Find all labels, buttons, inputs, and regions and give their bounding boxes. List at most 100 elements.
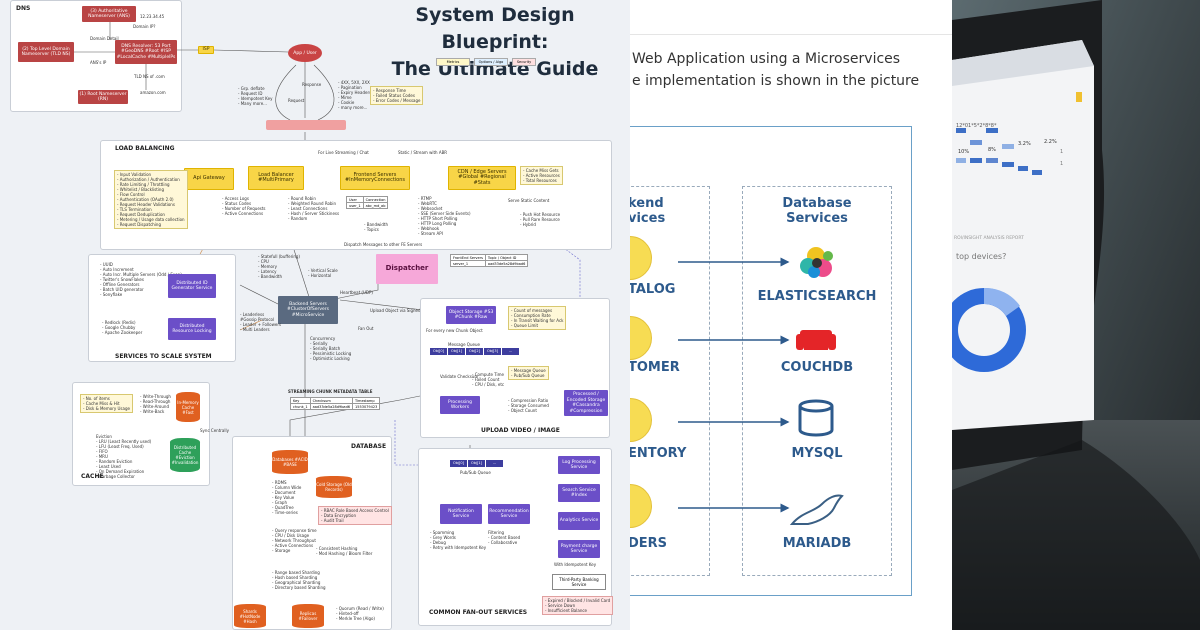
queue-metrics: - Count of messages - Consumption Rate -… <box>508 306 567 330</box>
cold-storage: Cold Storage (Old Records) <box>316 476 352 498</box>
cache-metrics: - No. of items - Cache Miss & Hit - Disk… <box>80 394 133 413</box>
lb-notes: - Access Logs - Status Codes - Number of… <box>222 196 266 216</box>
db-types: - RDMS - Column Wide - Document - Key Va… <box>272 480 302 515</box>
payment-service: Payment charge Service <box>558 540 600 558</box>
legend-options: Options / Algo <box>474 58 508 66</box>
cdn-push: - Push Hot Resource - Pull Rare Resource… <box>520 212 561 227</box>
heartbeat: Heartbeat (UDP) <box>340 290 373 295</box>
backend-group <box>630 186 710 576</box>
search-service: Search Service #Index <box>558 484 600 502</box>
screen-text: 3.2% <box>1018 141 1031 147</box>
queue-item: Obj[3] <box>484 348 501 355</box>
inmemory-cache: In-Memory Cache #Fast <box>176 392 200 422</box>
microservice-arrows <box>678 247 844 525</box>
service-name: TALOG <box>630 282 676 297</box>
screen-question: top devices? <box>956 252 1007 261</box>
ip-label: 12.23.34.45 <box>140 14 165 19</box>
shards: Shards #HotNode #Hash <box>234 604 266 628</box>
backend-servers: Backend Servers #ClusterOfServers #Micro… <box>278 296 338 324</box>
database-label: DATABASE <box>351 443 387 450</box>
db-query-metrics: - Query response time - CPU / Disk Usage… <box>272 528 317 553</box>
service-name: ENTORY <box>630 446 687 461</box>
queue-item: Obj[1] <box>448 348 465 355</box>
db-sharding: - Range based Sharding - Hash based Shar… <box>272 570 326 590</box>
dns-resolver: DNS Resolver: 53 Port #GeoDNS #Root #ISP… <box>115 40 177 64</box>
domain-detail: Domain Detail <box>90 36 119 41</box>
screen-text: 8% <box>988 147 996 153</box>
request-notes: - Grp. deflate - Request ID - Idempotent… <box>238 86 273 106</box>
request-label: Request <box>288 98 305 103</box>
gateway-notes: - Input Validation - Authorization / Aut… <box>114 170 188 229</box>
couchdb-icon <box>796 330 836 350</box>
service-name: TOMER <box>630 360 680 375</box>
response-metrics: - Response Time - Failed Status Codes - … <box>370 86 424 105</box>
amazon-label: amazon.com <box>140 90 166 95</box>
database-group <box>742 186 892 576</box>
lb-label: LOAD BALANCING <box>115 145 175 152</box>
third-party-banking: Third-Party Banking Service <box>552 574 606 590</box>
upload-label: UPLOAD VIDEO / IMAGE <box>481 427 560 434</box>
eviction-notes: Eviction - LRU (Least Recently used) - L… <box>96 434 152 479</box>
article-line-1: Web Application using a Microservices <box>632 51 901 67</box>
fe-notes: - Bandwidth - Topics <box>364 222 389 232</box>
screen-text: 1 <box>1060 149 1064 155</box>
divider <box>630 34 952 35</box>
isp-box: ISP <box>198 46 214 54</box>
services-label: SERVICES TO SCALE SYSTEM <box>115 353 212 360</box>
services-zone: SERVICES TO SCALE SYSTEM <box>88 254 236 362</box>
elasticsearch-icon <box>800 247 833 278</box>
new-chunk: For every new Chunk Object <box>426 328 483 333</box>
resource-locking: Distributed Resource Locking <box>168 318 216 340</box>
screen-text: 1 <box>1060 161 1064 167</box>
lock-notes: - Redlock (Redis) - Google Chubby - Apac… <box>102 320 143 335</box>
load-balancer: Load Balancer #MultiPrimary <box>248 166 304 190</box>
service-name: DERS <box>630 536 668 551</box>
dispatcher: Dispatcher <box>376 254 438 284</box>
mysql-icon <box>798 399 834 437</box>
screen-report: ROI/INSIGHT ANALYSIS REPORT <box>954 236 1024 241</box>
recommendation-notes: Filtering - Content Based - Collaborativ… <box>488 530 521 545</box>
legend-metrics: Metrics <box>436 58 470 66</box>
idempotent-label: With Idempotent Key <box>554 562 597 567</box>
object-storage: Object Storage #S3 #Chunk #Raw <box>446 306 496 324</box>
root-ns: (1) Root Nameserver (RN) <box>78 90 128 104</box>
log-service: Log Processing Service <box>558 456 600 474</box>
microservices-panel: Web Application using a Microservices e … <box>630 0 952 630</box>
processing-workers: Processing Workers <box>440 396 480 414</box>
analytics-service: Analytics Service <box>558 512 600 530</box>
static-stream-label: Static / Stream with ABR <box>398 150 448 155</box>
notification-notes: - Spamming - Grey Words - Debug - Retry … <box>430 530 487 550</box>
replicas: Replicas #Failover <box>292 604 324 628</box>
response-notes: - 4XX, 5XX, 2XX - Pagination - Expiry He… <box>338 80 372 110</box>
fanout-label: COMMON FAN-OUT SERVICES <box>429 609 528 616</box>
compute-notes: - Compute Time - Failed Count - CPU / Di… <box>472 372 505 387</box>
db-hashing: - Consistent Hashing - Mod Hashing / Blo… <box>316 546 373 556</box>
message-queue-label: Message Queue <box>448 342 480 347</box>
tld-ns: (2) Top Level Domain Nameserver (TLD NS) <box>18 42 74 62</box>
cdn-servers: CDN / Edge Servers #Global #Regional #St… <box>448 166 516 190</box>
compression-notes: - Compression Ratio - Storage Consumed -… <box>508 398 549 413</box>
scale-notes: - Vertical Scale - Horizontal <box>308 268 338 278</box>
diagram-frame <box>630 126 912 596</box>
recommendation-service: Recommendation Service <box>488 504 530 524</box>
database-name: ELASTICSEARCH <box>757 289 877 304</box>
db-security: - RBAC Role Based Access Control - Data … <box>318 506 392 525</box>
concurrency-notes: Concurrency - Serially - Serially Batch … <box>310 336 352 361</box>
processed-storage: Processed / Encoded Storage #Cassandra #… <box>564 390 608 416</box>
distributed-cache: Distributed Cache #Eviction #Invalidatio… <box>170 438 200 472</box>
upload-queue: Obj[0] Obj[1] Obj[2] Obj[3] ... <box>430 348 520 355</box>
backend-notes: - Statefull (buffering) - CPU - Memory -… <box>258 254 300 279</box>
validate-checksum: Validate Checksum <box>440 374 479 379</box>
pubsub-queue: Obj[0] Obj[1] ... <box>450 460 504 467</box>
mariadb-icon <box>789 494 844 525</box>
database-name: MARIADB <box>782 536 852 551</box>
id-generator: Distributed ID Generator Service <box>168 274 216 298</box>
pubsub-label: Pub/Sub Queue <box>460 470 491 475</box>
database-name: COUCHDB <box>780 360 854 375</box>
api-gateway: Api Gateway <box>184 168 234 190</box>
laptop-illustration <box>952 0 1200 630</box>
article-line-2: e implementation is shown in the picture <box>632 73 920 89</box>
